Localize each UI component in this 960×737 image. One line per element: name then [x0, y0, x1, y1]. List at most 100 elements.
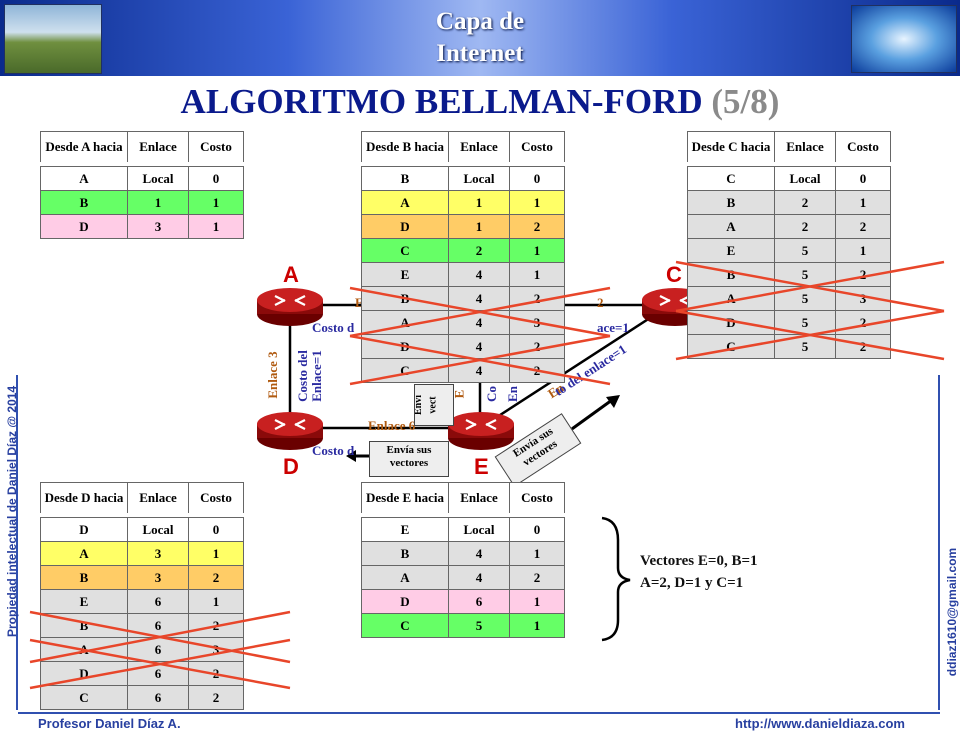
node-label-a: A	[283, 262, 299, 287]
table-cell: 4	[448, 334, 509, 358]
table-cell: 6	[448, 589, 509, 613]
table-cell: A	[687, 286, 774, 310]
table-c-header-link: Enlace	[774, 131, 835, 162]
table-cell: C	[361, 613, 448, 638]
table-cell: 1	[509, 262, 565, 286]
node-label-c: C	[666, 262, 682, 287]
table-cell: 1	[188, 214, 244, 239]
table-cell: 1	[188, 541, 244, 565]
table-cell: 1	[509, 238, 565, 262]
send-vectors-to-d-text: Envía sus vectores	[386, 444, 432, 469]
table-cell: A	[361, 190, 448, 214]
table-cell: 2	[509, 214, 565, 238]
table-cell: 4	[448, 286, 509, 310]
link6-label: Enlace 6	[368, 418, 416, 433]
header-title-line1: Capa de	[435, 8, 525, 35]
side-rule-right	[938, 375, 940, 710]
table-cell: D	[40, 214, 127, 239]
table-cell: D	[361, 589, 448, 613]
table-cell: 1	[509, 541, 565, 565]
vector-summary-line1: Vectores E=0, B=1	[640, 553, 758, 569]
table-cell: 2	[448, 238, 509, 262]
table-cell: A	[361, 565, 448, 589]
table-cell: 2	[188, 565, 244, 589]
header-photo-left	[4, 4, 102, 74]
table-cell: C	[687, 166, 774, 190]
table-cell: 1	[835, 190, 891, 214]
table-cell: 0	[188, 166, 244, 190]
email-vertical[interactable]: ddiaz1610@gmail.com	[945, 547, 959, 677]
link-e-c-line	[479, 303, 671, 430]
header-title: Capa de Internet	[380, 6, 580, 70]
table-cell: 2	[509, 286, 565, 310]
table-cell: 4	[448, 541, 509, 565]
link6-cost-fragment: Costo d	[312, 443, 355, 458]
summary-brace	[601, 516, 631, 642]
table-cell: 1	[509, 613, 565, 638]
table-cell: 2	[835, 214, 891, 238]
table-cell: 5	[774, 238, 835, 262]
link2-label-fragment: 2	[597, 295, 604, 310]
table-cell: 1	[448, 214, 509, 238]
table-cell: 6	[127, 661, 188, 685]
table-cell: C	[361, 238, 448, 262]
router-e-icon[interactable]	[446, 408, 516, 452]
footer-rule	[18, 712, 940, 714]
table-cell: 0	[188, 517, 244, 541]
table-cell: D	[361, 214, 448, 238]
table-cell: 2	[509, 565, 565, 589]
table-c-header-cost: Costo	[835, 131, 891, 162]
table-cell: 1	[835, 238, 891, 262]
send-vectors-to-b: Enví vect	[414, 384, 454, 426]
footer-author: Profesor Daniel Díaz A.	[38, 716, 181, 731]
table-cell: 2	[835, 334, 891, 359]
table-cell: A	[40, 541, 127, 565]
table-cell: 0	[509, 166, 565, 190]
router-a-icon[interactable]	[255, 284, 325, 328]
table-cell: E	[361, 517, 448, 541]
table-cell: C	[361, 358, 448, 383]
table-cell: E	[687, 238, 774, 262]
table-e-header-link: Enlace	[448, 482, 509, 513]
table-cell: B	[687, 190, 774, 214]
side-rule-left	[16, 375, 18, 710]
table-cell: A	[40, 166, 127, 190]
table-cell: 2	[774, 214, 835, 238]
table-cell: E	[361, 262, 448, 286]
link2-cost-fragment: ace=1	[597, 320, 629, 335]
table-cell: 3	[127, 565, 188, 589]
footer-website-link[interactable]: http://www.danieldiaza.com	[735, 716, 905, 731]
table-cell: C	[687, 334, 774, 359]
link1-label-fragment: E	[355, 295, 364, 310]
table-cell: 2	[835, 262, 891, 286]
link1-cost-fragment: Costo d	[312, 320, 355, 335]
table-cell: Local	[127, 166, 188, 190]
cross-out-table-b	[349, 286, 611, 386]
header-photo-right	[851, 5, 957, 73]
table-cell: 2	[188, 661, 244, 685]
table-cell: 6	[127, 685, 188, 710]
header-banner	[0, 0, 960, 76]
vector-summary: Vectores E=0, B=1 A=2, D=1 y C=1	[640, 550, 758, 594]
table-cell: A	[687, 214, 774, 238]
table-cell: 1	[188, 190, 244, 214]
router-d-icon[interactable]	[255, 408, 325, 452]
